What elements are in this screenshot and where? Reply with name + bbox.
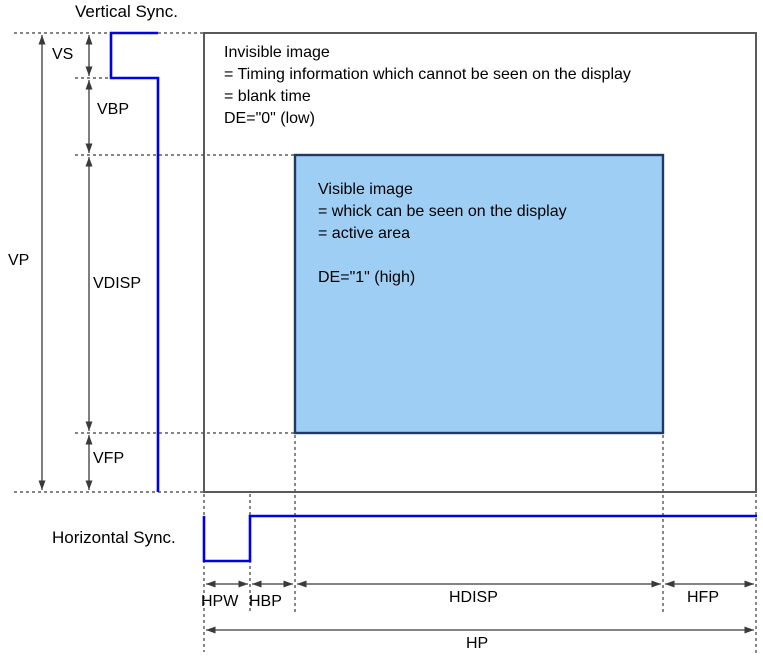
visible-area-line2: = whick can be seen on the display: [318, 203, 567, 220]
hfp-label: HFP: [687, 589, 719, 606]
visible-area-line1: Visible image: [318, 181, 413, 198]
vdisp-label: VDISP: [93, 275, 142, 292]
hdisp-label: HDISP: [449, 589, 498, 606]
active-area-box: [293, 153, 665, 435]
vsync-waveform: [109, 31, 160, 492]
visible-area-line3: = active area: [318, 225, 411, 242]
visible-area-line4: DE="1" (high): [318, 269, 416, 286]
vbp-label: VBP: [97, 101, 130, 118]
invisible-area-line3: = blank time: [224, 88, 311, 105]
invisible-area-text: Invisible image = Timing information whi…: [224, 42, 631, 130]
blank-area-box: [203, 32, 757, 493]
horizontal-sync-title: Horizontal Sync.: [52, 528, 176, 547]
vfp-label: VFP: [93, 450, 125, 467]
hp-label: HP: [466, 635, 489, 652]
hbp-label: HBP: [249, 593, 282, 610]
invisible-area-line1: Invisible image: [224, 44, 330, 61]
visible-area-text: Visible image = whick can be seen on the…: [318, 179, 567, 289]
hsync-waveform: [202, 514, 757, 563]
hpw-label: HPW: [201, 593, 239, 610]
vs-label: VS: [52, 46, 74, 63]
invisible-area-line4: DE="0" (low): [224, 110, 315, 127]
invisible-area-line2: = Timing information which cannot be see…: [224, 66, 631, 83]
vp-label: VP: [8, 252, 30, 269]
vertical-sync-title: Vertical Sync.: [75, 2, 178, 21]
